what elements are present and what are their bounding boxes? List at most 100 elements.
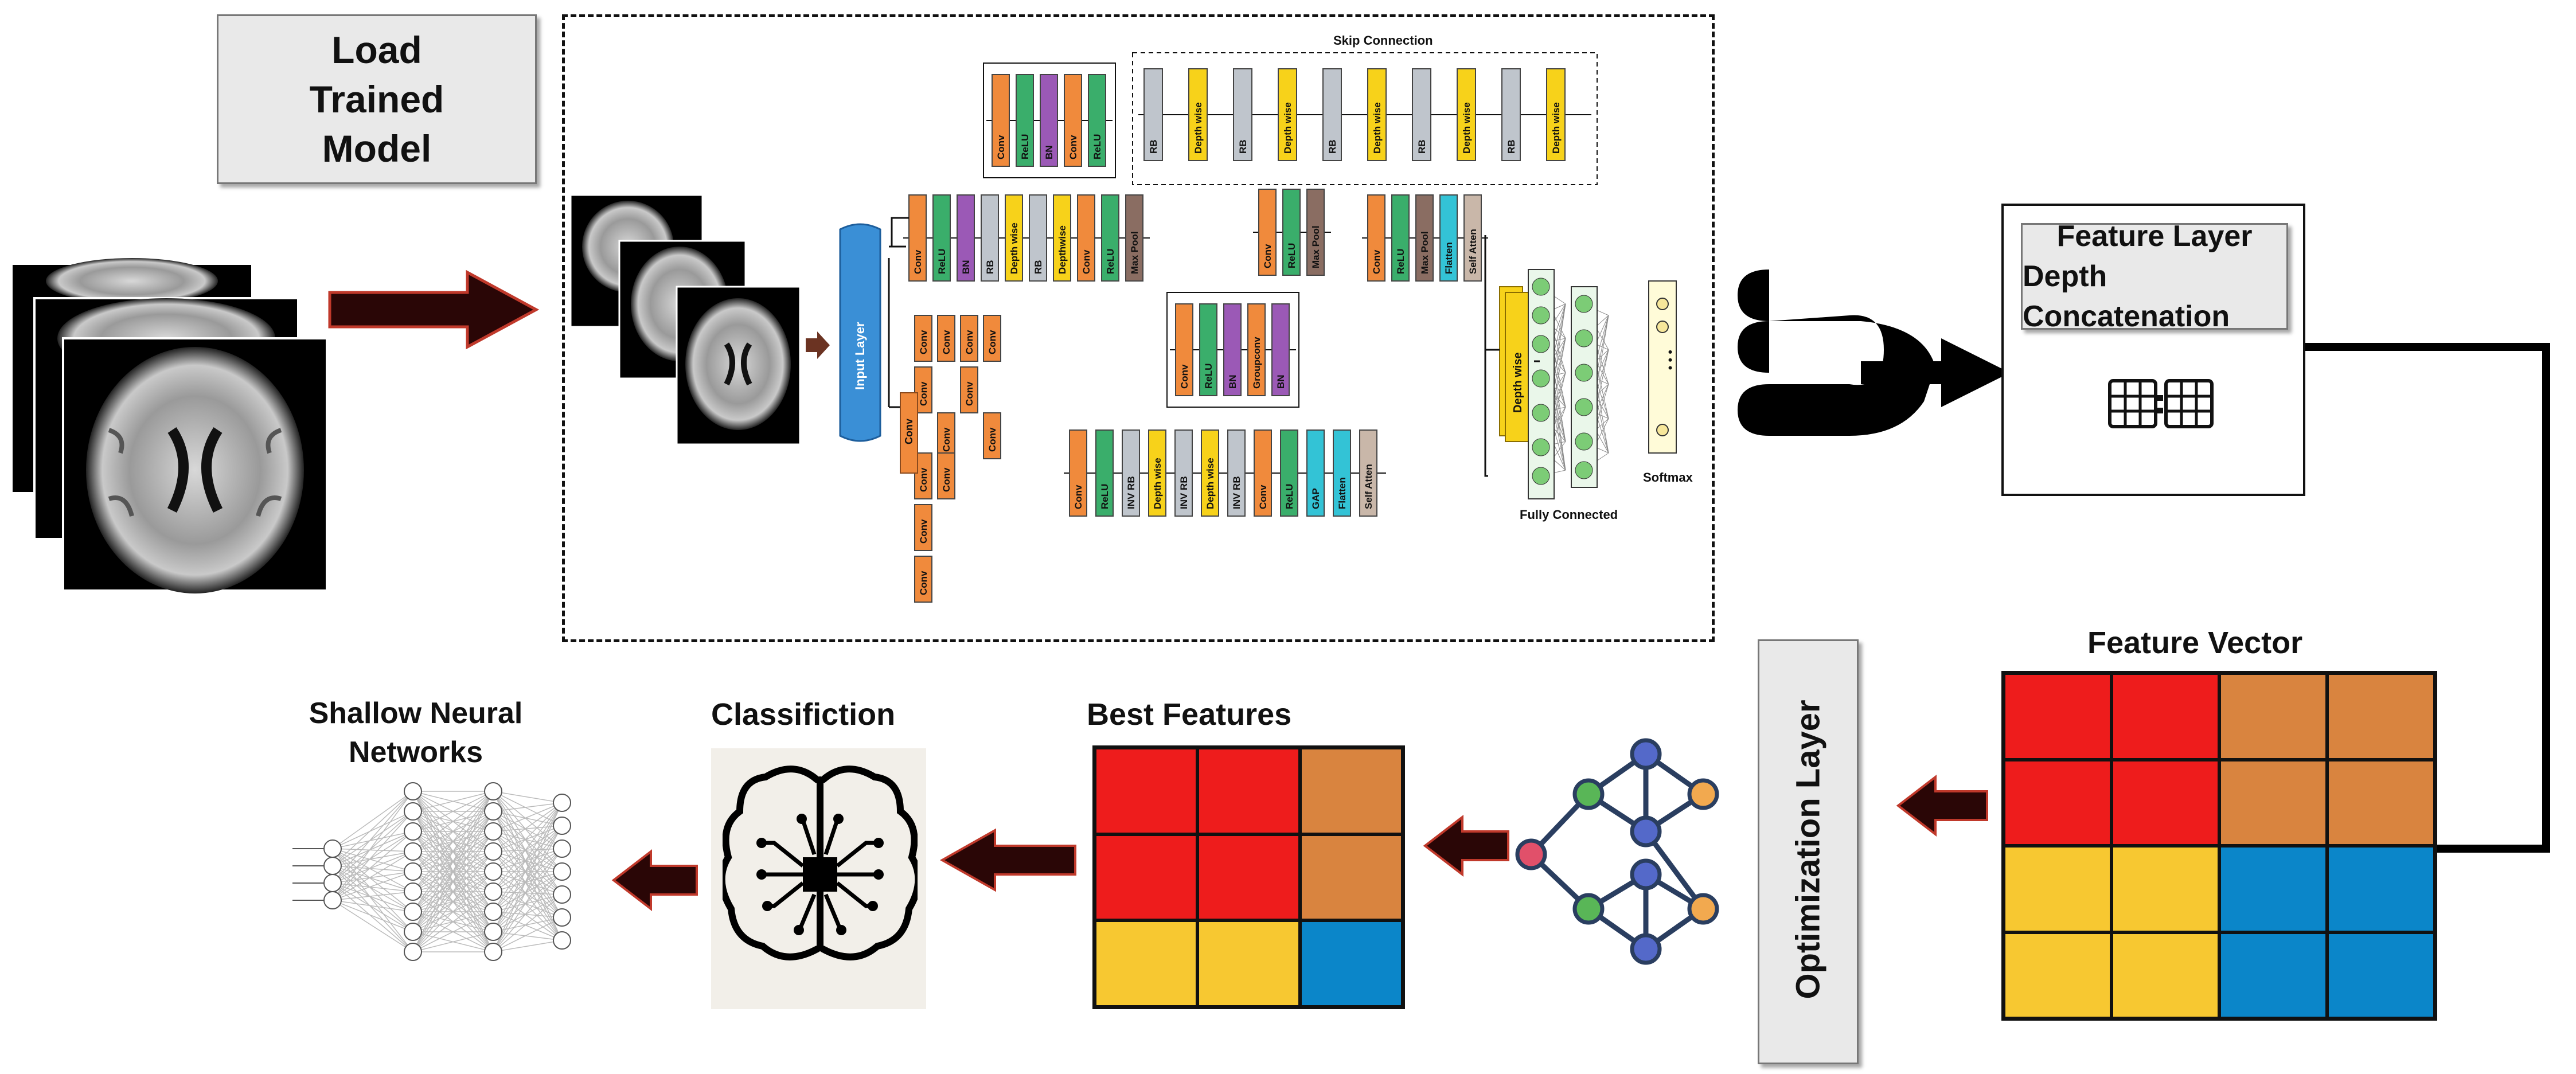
mid-branch-layer-0-label: Conv	[1262, 244, 1273, 268]
nn-node	[404, 882, 422, 901]
nn-node	[553, 817, 571, 835]
skip-layer-1-label: Depth wise	[1193, 102, 1204, 154]
nn-node	[404, 802, 422, 821]
top-branch-layer-5-label: RB	[1033, 260, 1044, 274]
bottom-branch-layer-4-label: INV RB	[1178, 476, 1189, 509]
load-model-box: Load Trained Model	[217, 14, 537, 184]
softmax-ellipsis: • • •	[1663, 350, 1677, 370]
bottom-branch-layer-4: INV RB	[1174, 429, 1193, 517]
bottom-branch-layer-0-label: Conv	[1073, 485, 1084, 509]
top-branch-layer-0-label: Conv	[912, 249, 923, 274]
nn-node	[404, 862, 422, 881]
fully-connected-label: Fully Connected	[1520, 507, 1618, 522]
top-branch-layer-2-label: BN	[961, 260, 971, 274]
top-branch-layer-6-label: Depthwise	[1057, 225, 1068, 274]
optimization-graph-icon	[1515, 738, 1719, 965]
arrow-to-model	[328, 270, 540, 350]
nn-node	[484, 943, 502, 961]
nn-node	[484, 882, 502, 901]
block-b-layer-1-label: ReLU	[1203, 364, 1214, 389]
nn-node	[484, 802, 502, 821]
parallel-conv-3: Conv	[983, 315, 1001, 362]
nn-node	[553, 862, 571, 881]
best-features-cell	[1095, 920, 1197, 1007]
arrow-to-classification	[939, 828, 1076, 892]
nn-node	[553, 931, 571, 950]
skip-layer-0: RB	[1143, 68, 1163, 161]
feature-vector-cell	[2004, 846, 2111, 932]
nn-node	[404, 903, 422, 921]
load-model-label: Load Trained Model	[309, 29, 444, 170]
parallel-conv-6-label: Conv	[918, 467, 929, 492]
shallow-nn-title-line1: Shallow Neural	[309, 697, 523, 730]
right-top-layer-3-label: Flatten	[1443, 242, 1454, 274]
feature-vector-cell	[2219, 759, 2327, 846]
bottom-branch-layer-10-label: Flatten	[1337, 477, 1348, 509]
mri-slice-3	[62, 337, 328, 593]
feature-vector-cell	[2004, 759, 2111, 846]
feature-vector-cell	[2327, 846, 2435, 932]
mid-branch-layer-1-label: ReLU	[1286, 243, 1297, 268]
parallel-conv-5-label: Conv	[941, 427, 952, 452]
parallel-conv-8-label: Conv	[918, 519, 929, 544]
right-top-layer-0-label: Conv	[1371, 249, 1382, 274]
parallel-conv-11: Conv	[983, 412, 1001, 459]
bottom-branch-layer-1-label: ReLU	[1099, 484, 1110, 509]
nn-node	[323, 857, 342, 875]
top-branch-layer-8-label: ReLU	[1105, 249, 1116, 274]
merge-arrow	[1738, 270, 2010, 436]
skip-connection-frame	[1132, 52, 1598, 185]
nn-node	[484, 842, 502, 861]
bottom-branch-layer-3: Depth wise	[1148, 429, 1166, 517]
feature-vector-cell	[2004, 673, 2111, 760]
skip-layer-5-label: Depth wise	[1372, 102, 1383, 154]
best-features-cell	[1300, 748, 1403, 834]
skip-layer-7: Depth wise	[1457, 68, 1476, 161]
classification-title: Classifiction	[711, 697, 896, 732]
top-branch-layer-3: RB	[981, 194, 999, 282]
block-a-layer-1-label: ReLU	[1020, 134, 1031, 159]
shallow-nn-diagram	[292, 782, 571, 961]
parallel-conv-0: Conv	[914, 315, 932, 362]
bottom-branch-layer-5-label: Depth wise	[1205, 458, 1216, 509]
right-top-layer-0: Conv	[1367, 194, 1385, 282]
block-a-layer-0: Conv	[992, 74, 1010, 167]
bottom-branch-layer-2-label: INV RB	[1126, 476, 1137, 509]
parallel-conv-10-label: Conv	[964, 381, 975, 406]
block-b-layer-0: Conv	[1175, 303, 1193, 396]
block-a-layer-2: BN	[1040, 74, 1058, 167]
optimization-layer-label: Optimization Layer	[1789, 700, 1827, 999]
right-top-layer-2: Max Pool	[1415, 194, 1434, 282]
best-features-cell	[1095, 834, 1197, 921]
bottom-branch-layer-7: Conv	[1254, 429, 1272, 517]
bottom-branch-layer-3-label: Depth wise	[1152, 458, 1163, 509]
block-b-layer-4: BN	[1271, 303, 1290, 396]
input-layer-label: Input Layer	[853, 322, 867, 390]
parallel-conv-6: Conv	[914, 452, 932, 499]
nn-node	[323, 891, 342, 909]
feature-layer-subtitle: Depth Concatenation	[2023, 260, 2230, 333]
arrow-to-best-features	[1423, 814, 1509, 877]
nn-node	[404, 943, 422, 961]
arrow-into-input	[806, 331, 830, 359]
concat-grid-icon	[2108, 379, 2214, 428]
nn-node	[553, 839, 571, 858]
skip-layer-7-label: Depth wise	[1461, 102, 1472, 154]
block-b-layer-2-label: BN	[1227, 374, 1238, 389]
top-branch-layer-2: BN	[957, 194, 975, 282]
top-branch-layer-4-label: Depth wise	[1009, 222, 1020, 274]
bottom-branch-layer-9-label: GAP	[1310, 488, 1321, 509]
nn-node	[553, 908, 571, 927]
network-input-mri	[569, 194, 801, 446]
mid-branch-layer-0: Conv	[1258, 189, 1277, 276]
block-a-layer-3-label: Conv	[1068, 135, 1079, 159]
top-branch-layer-9-label: Max Pool	[1129, 231, 1140, 274]
skip-layer-6: RB	[1412, 68, 1431, 161]
bottom-branch-layer-11-label: Self Atten	[1363, 464, 1374, 509]
bottom-branch-layer-8: ReLU	[1280, 429, 1298, 517]
input-layer: Input Layer	[839, 223, 881, 442]
arrow-to-shallow-nn	[611, 849, 698, 912]
parallel-conv-1-label: Conv	[941, 330, 952, 354]
nn-node	[323, 874, 342, 892]
